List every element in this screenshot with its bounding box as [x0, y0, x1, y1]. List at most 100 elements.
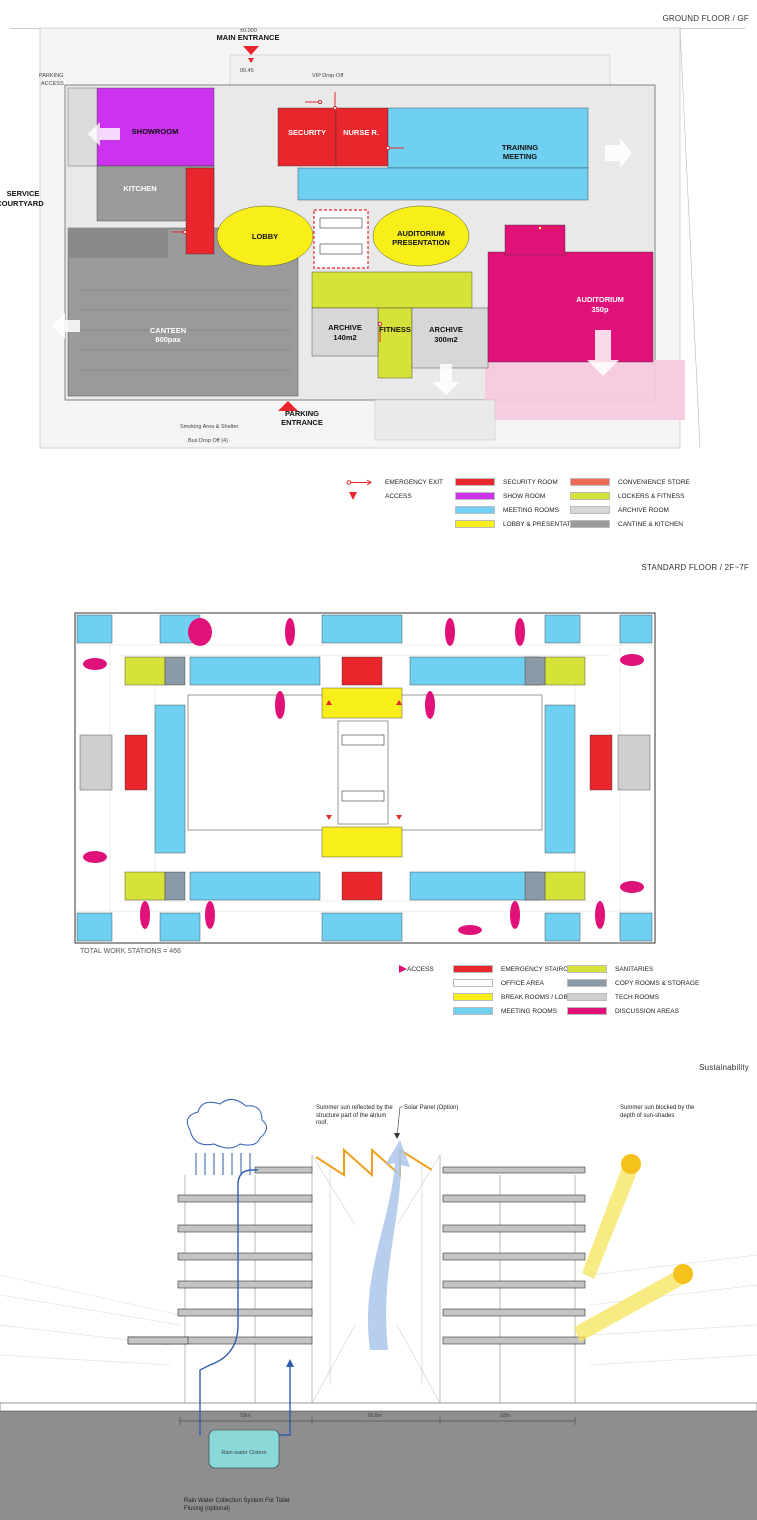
legend-label: OFFICE AREA [501, 980, 544, 987]
cistern-label: Rain water Cistern [221, 1450, 266, 1456]
note-solar-panel: Solar Panel (Option) [404, 1105, 459, 1111]
label-aud-pres-2: PRESENTATION [392, 238, 450, 247]
legend-swatch [570, 478, 610, 486]
dim-center: 18.8m [367, 1413, 383, 1419]
label-canteen-1: CANTEEN [150, 326, 186, 335]
legend-emergency-exit: EMERGENCY EXIT [385, 479, 444, 486]
standard-floor-plan: TOTAL WORK STATIONS = 466 [74, 612, 656, 955]
standard-floor-title: STANDARD FLOOR / 2F~7F [641, 563, 749, 572]
ground-floor-title: GROUND FLOOR / GF [662, 14, 749, 23]
room-fitness [311, 271, 473, 309]
label-archive300-1: ARCHIVE [429, 325, 463, 334]
total-workstations: TOTAL WORK STATIONS = 466 [80, 948, 181, 955]
label-smoking: Smoking Area & Shelter [180, 424, 239, 430]
label-auditorium350-2: 350p [591, 305, 609, 314]
legend-swatch [455, 520, 495, 528]
label-parking-entrance-2: ENTRANCE [281, 418, 323, 427]
legend-swatch [567, 1007, 607, 1015]
label-nurse: NURSE R. [343, 128, 379, 137]
legend-swatch [455, 492, 495, 500]
room-nurse [335, 107, 389, 167]
legend-label: ARCHIVE ROOM [618, 507, 669, 514]
label-parking-access-1: PARKING [39, 73, 63, 79]
legend-label: DISCUSSION AREAS [615, 1008, 679, 1015]
legend-label: EMERGENCY STAIRCASES [501, 966, 586, 973]
main-entrance-marker [243, 46, 259, 55]
label-archive140-2: 140m2 [333, 333, 356, 342]
access-icon [399, 965, 407, 973]
label-showroom: SHOWROOM [132, 127, 179, 136]
legend-label: LOBBY & PRESENTATION [503, 521, 583, 528]
legend-swatch [570, 492, 610, 500]
label-vip: VIP Drop-Off [312, 73, 344, 79]
label-elevation: ±0.000 [240, 28, 257, 34]
legend-label: MEETING ROOMS [503, 507, 559, 514]
label-parking-entrance-1: PARKING [285, 409, 319, 418]
label-lobby: LOBBY [252, 232, 278, 241]
room-archive-300 [411, 307, 489, 369]
room-archive-140 [311, 307, 379, 357]
legend-swatch [453, 993, 493, 1001]
legend-swatch [567, 979, 607, 987]
legend-label: CONVENIENCE STORE [618, 479, 690, 486]
standard-floor-panel: STANDARD FLOOR / 2F~7F [0, 545, 757, 1025]
legend-swatch [453, 979, 493, 987]
room-training [387, 107, 589, 169]
legend-swatch [567, 965, 607, 973]
legend-swatch [570, 506, 610, 514]
legend-label: BREAK ROOMS / LOBBY [501, 994, 577, 1001]
legend-label: LOCKERS & FITNESS [618, 493, 685, 500]
label-service-1: SERVICE [7, 189, 40, 198]
label-bus: Bus Drop Off (4) [188, 438, 228, 444]
legend-swatch [567, 993, 607, 1001]
legend-label: SANITARIES [615, 966, 654, 973]
standard-floor-legend: ACCESS EMERGENCY STAIRCASES OFFICE AREA BR… [395, 965, 725, 1021]
legend-label: SECURITY ROOM [503, 479, 558, 486]
label-archive140-1: ARCHIVE [328, 323, 362, 332]
cloud-icon [186, 1099, 267, 1149]
dim-left: 18m [240, 1413, 251, 1419]
label-elev-045: 00.45 [240, 68, 254, 74]
legend-swatch [453, 965, 493, 973]
ground-floor-plan: MAIN ENTRANCE ±0.000 00.45 VIP Drop-Off … [0, 27, 745, 449]
label-main-entrance: MAIN ENTRANCE [217, 33, 280, 42]
label-fitness: FITNESS [379, 325, 411, 334]
sun-icon [621, 1154, 641, 1174]
legend-label: MEETING ROOMS [501, 1008, 557, 1015]
label-training-2: MEETING [503, 152, 537, 161]
sustainability-section: Rain water Cistern 18m 18.8m 18m [0, 1099, 757, 1520]
legend-label: SHOW ROOM [503, 493, 546, 500]
room-auditorium-presentation [372, 205, 470, 267]
ground-floor-panel: GROUND FLOOR / GF [0, 0, 757, 545]
room-parking-access [67, 87, 98, 167]
legend-label: COPY ROOMS & STORAGE [615, 980, 700, 987]
label-service-2: COURTYARD [0, 199, 44, 208]
label-canteen-2: 800pax [155, 335, 181, 344]
note-collection: Rain Water Collection System For Toilet … [184, 1498, 290, 1512]
room-lobby [216, 205, 314, 267]
legend-swatch [455, 478, 495, 486]
legend-swatch [453, 1007, 493, 1015]
legend-label: TECH ROOMS [615, 994, 660, 1001]
note-sun-reflected: Summer sun reflected by the structure pa… [316, 1105, 393, 1126]
ground-floor-legend: EMERGENCY EXIT ACCESS SECURITY ROOM SHOW … [345, 478, 690, 538]
legend-swatch [455, 506, 495, 514]
label-auditorium350-1: AUDITORIUM [576, 295, 624, 304]
label-aud-pres-1: AUDITORIUM [397, 229, 445, 238]
room-auditorium-350 [487, 251, 654, 363]
label-security: SECURITY [288, 128, 326, 137]
access-icon [349, 492, 357, 500]
label-kitchen: KITCHEN [123, 184, 156, 193]
label-training-1: TRAINING [502, 143, 538, 152]
sustainability-panel: Sustainability [0, 1025, 757, 1520]
legend-label: CANTINE & KITCHEN [618, 521, 684, 528]
room-security [277, 107, 337, 167]
legend-access: ACCESS [385, 493, 412, 500]
sf-legend-access: ACCESS [407, 966, 434, 973]
legend-swatch [570, 520, 610, 528]
rain-cistern [208, 1429, 280, 1469]
label-archive300-2: 300m2 [434, 335, 457, 344]
label-parking-access-2: ACCESS [41, 81, 64, 87]
sustainability-title: Sustainability [699, 1063, 749, 1072]
parking-entrance-marker [278, 401, 298, 411]
